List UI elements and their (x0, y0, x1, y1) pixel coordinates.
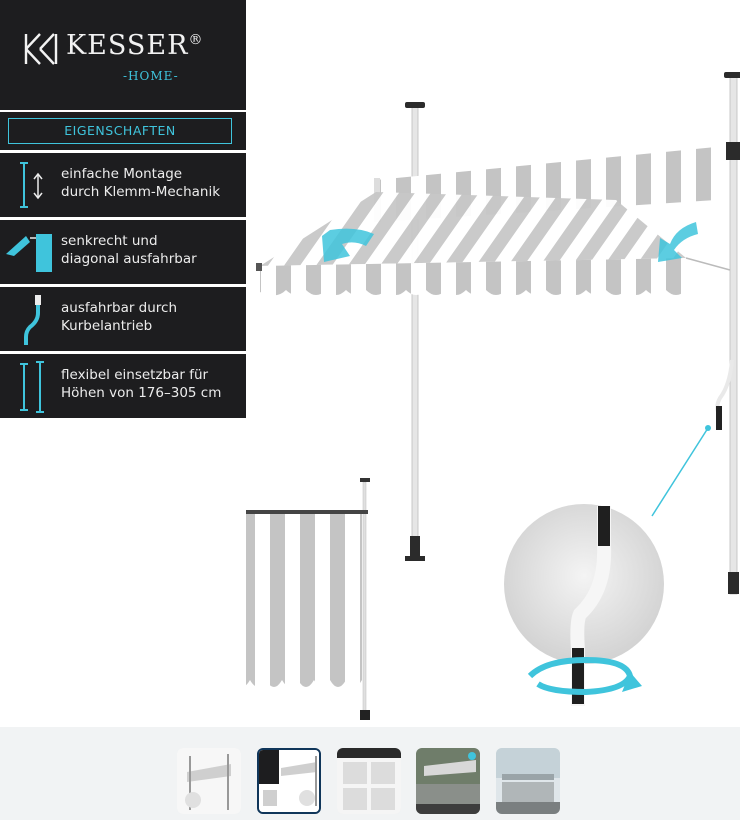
feature-text: einfache Montage durch Klemm-Mechanik (61, 166, 221, 200)
feature-mounting: einfache Montage durch Klemm-Mechanik (0, 153, 246, 217)
crank-detail-zoom (504, 504, 664, 706)
brand-name: KESSER® (66, 30, 204, 61)
thumbnail-image (337, 748, 401, 814)
feature-crank: ausfahrbar durch Kurbelantrieb (0, 287, 246, 351)
poles-icon (20, 361, 44, 413)
thumbnail-3[interactable] (337, 748, 401, 814)
thumbnail-image (259, 750, 319, 812)
tilt-icon (6, 234, 52, 272)
thumbnail-2[interactable] (257, 748, 321, 814)
thumbnail-image (177, 748, 241, 814)
properties-title: EIGENSCHAFTEN (8, 118, 232, 144)
thumbnail-image (416, 748, 480, 814)
properties-header: EIGENSCHAFTEN (0, 112, 246, 150)
thumbnail-gallery (0, 727, 740, 820)
brand-logo-box: KESSER® -HOME- (0, 0, 246, 110)
right-pole (724, 72, 740, 595)
thumbnail-image (496, 748, 560, 814)
brand-tagline: -HOME- (123, 69, 179, 83)
product-image-main (246, 72, 740, 720)
tilt-arrow-right-icon (658, 222, 698, 262)
thumbnail-4[interactable] (416, 748, 480, 814)
left-pole (405, 102, 425, 561)
feature-text: senkrecht und diagonal ausfahrbar (61, 233, 197, 267)
product-small-vertical (246, 478, 370, 720)
awning-front (256, 192, 731, 296)
feature-text: ausfahrbar durch Kurbelantrieb (61, 300, 178, 334)
thumbnail-5[interactable] (496, 748, 560, 814)
info-panel: KESSER® -HOME- EIGENSCHAFTEN einfache Mo… (0, 0, 246, 420)
tilt-arrow-left-icon (322, 228, 374, 262)
feature-text: flexibel einsetzbar für Höhen von 176–30… (61, 367, 222, 401)
crank-icon (24, 295, 41, 345)
crank-handle (715, 359, 734, 430)
thumbnail-1[interactable] (177, 748, 241, 814)
height-adjust-icon (20, 162, 43, 208)
feature-height: flexibel einsetzbar für Höhen von 176–30… (0, 354, 246, 418)
feature-tilt: senkrecht und diagonal ausfahrbar (0, 220, 246, 284)
brand-monogram-icon (24, 33, 58, 65)
